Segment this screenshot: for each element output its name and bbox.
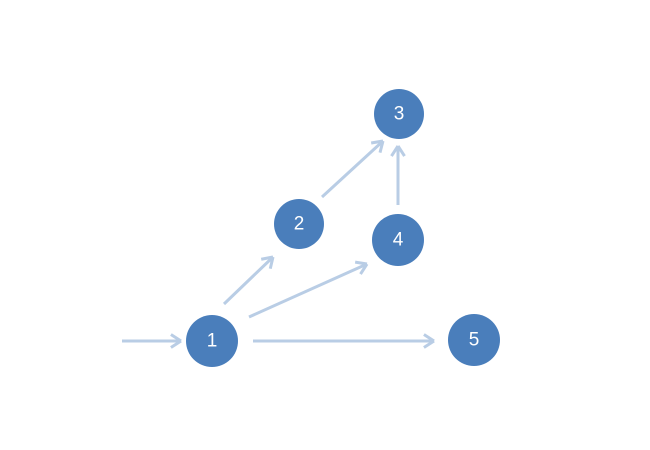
node-5: 5 <box>448 314 500 366</box>
node-2: 2 <box>274 199 324 249</box>
node-1-circle <box>186 315 238 367</box>
edge-4-to-3-arrow <box>390 145 406 205</box>
node-5-circle <box>448 314 500 366</box>
edge-1-to-2-arrow <box>222 255 275 306</box>
node-2-label: 2 <box>294 214 305 235</box>
node-4: 4 <box>372 214 424 266</box>
node-5-label: 5 <box>469 330 480 351</box>
node-4-circle <box>372 214 424 266</box>
edge-start-to-1-arrow <box>122 333 182 349</box>
node-2-circle <box>274 199 324 249</box>
node-4-label: 4 <box>393 230 404 251</box>
edge-1-to-4-arrow <box>248 260 369 319</box>
node-1: 1 <box>186 315 238 367</box>
node-1-label: 1 <box>207 331 218 352</box>
node-3-label: 3 <box>394 104 405 125</box>
edge-1-to-5-arrow <box>253 333 435 349</box>
node-3-circle <box>374 89 424 139</box>
edge-2-to-3-arrow <box>320 139 385 199</box>
node-3: 3 <box>374 89 424 139</box>
